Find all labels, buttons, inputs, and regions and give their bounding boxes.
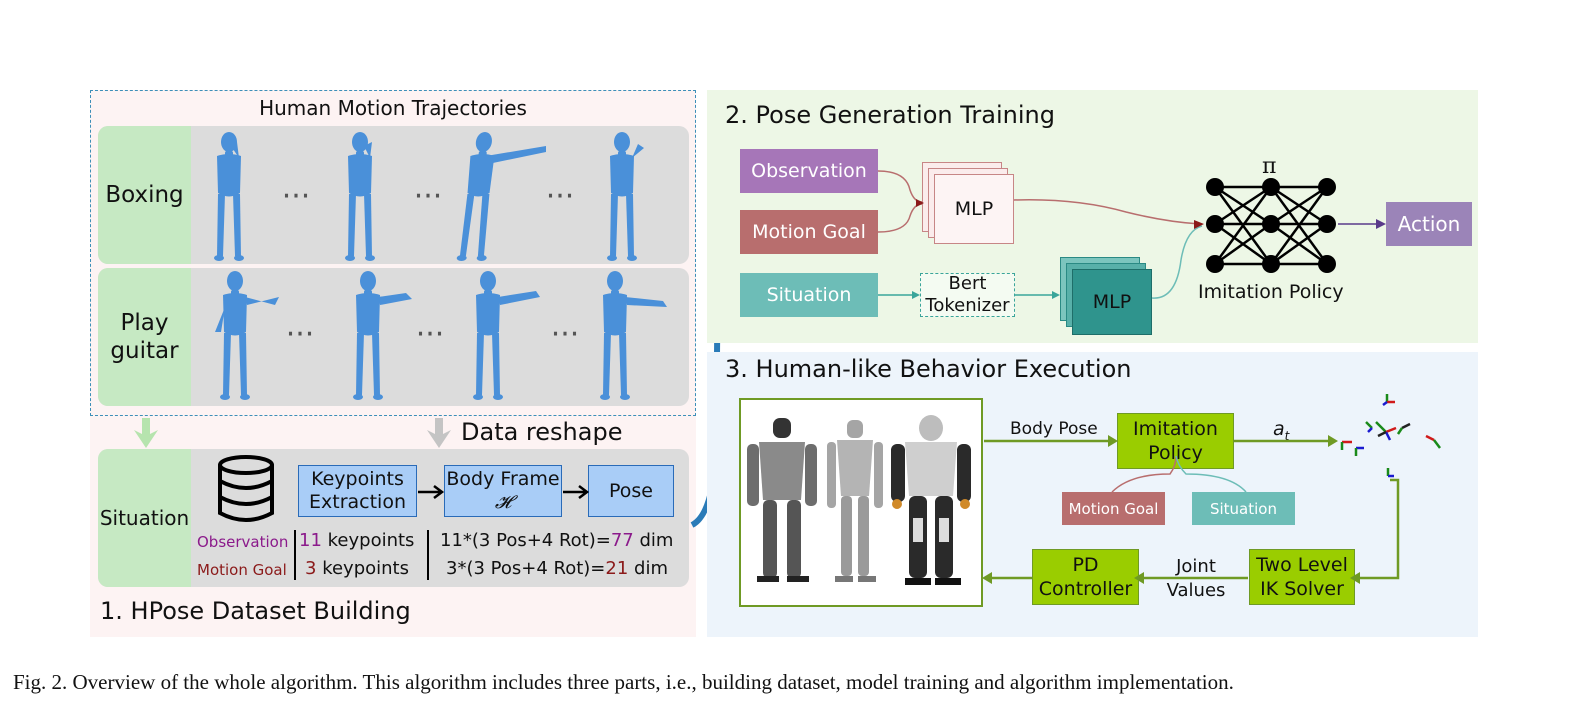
flow-arrows: [418, 485, 590, 499]
mlp-top-box: MLP: [934, 174, 1014, 244]
body-frame-box: Body Frame 𝓗: [444, 465, 562, 517]
situation-down-arrow: [134, 418, 158, 448]
panel2-title: 2. Pose Generation Training: [725, 101, 1055, 129]
boxing-figure-3: [456, 132, 546, 261]
panel1-title: 1. HPose Dataset Building: [100, 597, 411, 625]
bert-tokenizer-box: Bert Tokenizer: [920, 273, 1015, 317]
guitar-figure-3: [473, 271, 540, 400]
ellipsis-1: ···: [282, 179, 311, 214]
row-play-guitar: Play guitar: [98, 268, 689, 406]
imitation-policy-label: Imitation Policy: [1198, 281, 1344, 303]
panel2-connectors: [877, 170, 1204, 299]
motion-goal-box: Motion Goal: [740, 210, 878, 254]
data-reshape-label: Data reshape: [461, 418, 623, 446]
motion-goal-label: Motion Goal: [197, 561, 287, 579]
human-figures: ··· ··· ··· ··· ··· ···: [211, 132, 667, 400]
action-arrow: [1338, 219, 1386, 229]
boxing-figure-2: [345, 132, 375, 261]
situation-label: Situation: [98, 449, 191, 587]
motion-goal-keypoints: 3 keypoints: [305, 558, 409, 579]
row-boxing: Boxing: [98, 126, 689, 264]
observation-dim: 11*(3 Pos+4 Rot)=77 dim: [440, 530, 674, 551]
imitation-policy-box: Imitation Policy: [1117, 413, 1234, 469]
action-box: Action: [1386, 202, 1472, 246]
observation-keypoints: 11 keypoints: [299, 530, 415, 551]
body-frame-symbol: 𝓗: [494, 492, 512, 513]
trajectories-title: Human Motion Trajectories: [259, 96, 527, 120]
guitar-figure-1: [215, 271, 279, 400]
row-play-guitar-label: Play guitar: [98, 268, 191, 406]
robot-3: [891, 415, 971, 585]
observation-box: Observation: [740, 149, 878, 193]
boxing-figure-4: [607, 132, 644, 261]
situation-box: Situation: [740, 273, 878, 317]
observation-count: 11: [299, 530, 322, 551]
boxing-figure-1: [211, 132, 244, 261]
imitation-policy-network: [1206, 178, 1336, 273]
motion-goal-count: 3: [305, 558, 317, 579]
ellipsis-5: ···: [416, 317, 445, 352]
guitar-figure-4: [600, 271, 667, 400]
panel3-connectors: [982, 435, 1400, 584]
pi-symbol: π: [1262, 154, 1277, 179]
reshape-down-arrow: [427, 418, 451, 448]
ellipsis-2: ···: [414, 179, 443, 214]
ellipsis-3: ···: [546, 179, 575, 214]
figure-caption: Fig. 2. Overview of the whole algorithm.…: [13, 670, 1234, 694]
a-t-label: at: [1273, 418, 1290, 443]
joint-values-label: Joint Values: [1166, 556, 1226, 601]
pose-box: Pose: [588, 465, 674, 517]
situation-small-box: Situation: [1192, 492, 1295, 525]
divider-2: [427, 530, 429, 580]
panel3-title: 3. Human-like Behavior Execution: [725, 355, 1132, 383]
database-icon: [218, 455, 274, 522]
motion-goal-small-box: Motion Goal: [1062, 492, 1165, 525]
observation-dim-value: 77: [610, 530, 634, 551]
trajectories-dashed-frame: [90, 90, 696, 416]
observation-label: Observation: [197, 533, 289, 551]
ik-solver-box: Two Level IK Solver: [1249, 549, 1355, 605]
keypoints-extraction-box: Keypoints Extraction: [298, 465, 417, 517]
motion-goal-dim-value: 21: [605, 558, 629, 579]
motion-goal-dim: 3*(3 Pos+4 Rot)=21 dim: [446, 558, 668, 579]
humanoid-robots: [747, 415, 971, 585]
robot-1: [747, 418, 817, 582]
guitar-figure-2: [353, 271, 412, 400]
row-boxing-label: Boxing: [98, 126, 191, 264]
down-arrows: [134, 418, 451, 448]
mlp-bottom-box: MLP: [1072, 269, 1152, 335]
divider-1: [294, 530, 296, 580]
robot-2: [827, 420, 883, 582]
ellipsis-4: ···: [286, 317, 315, 352]
body-pose-label: Body Pose: [1010, 419, 1098, 439]
coordinate-frames: [1340, 394, 1441, 478]
a-t-subscript: t: [1284, 428, 1290, 443]
ellipsis-6: ···: [551, 317, 580, 352]
